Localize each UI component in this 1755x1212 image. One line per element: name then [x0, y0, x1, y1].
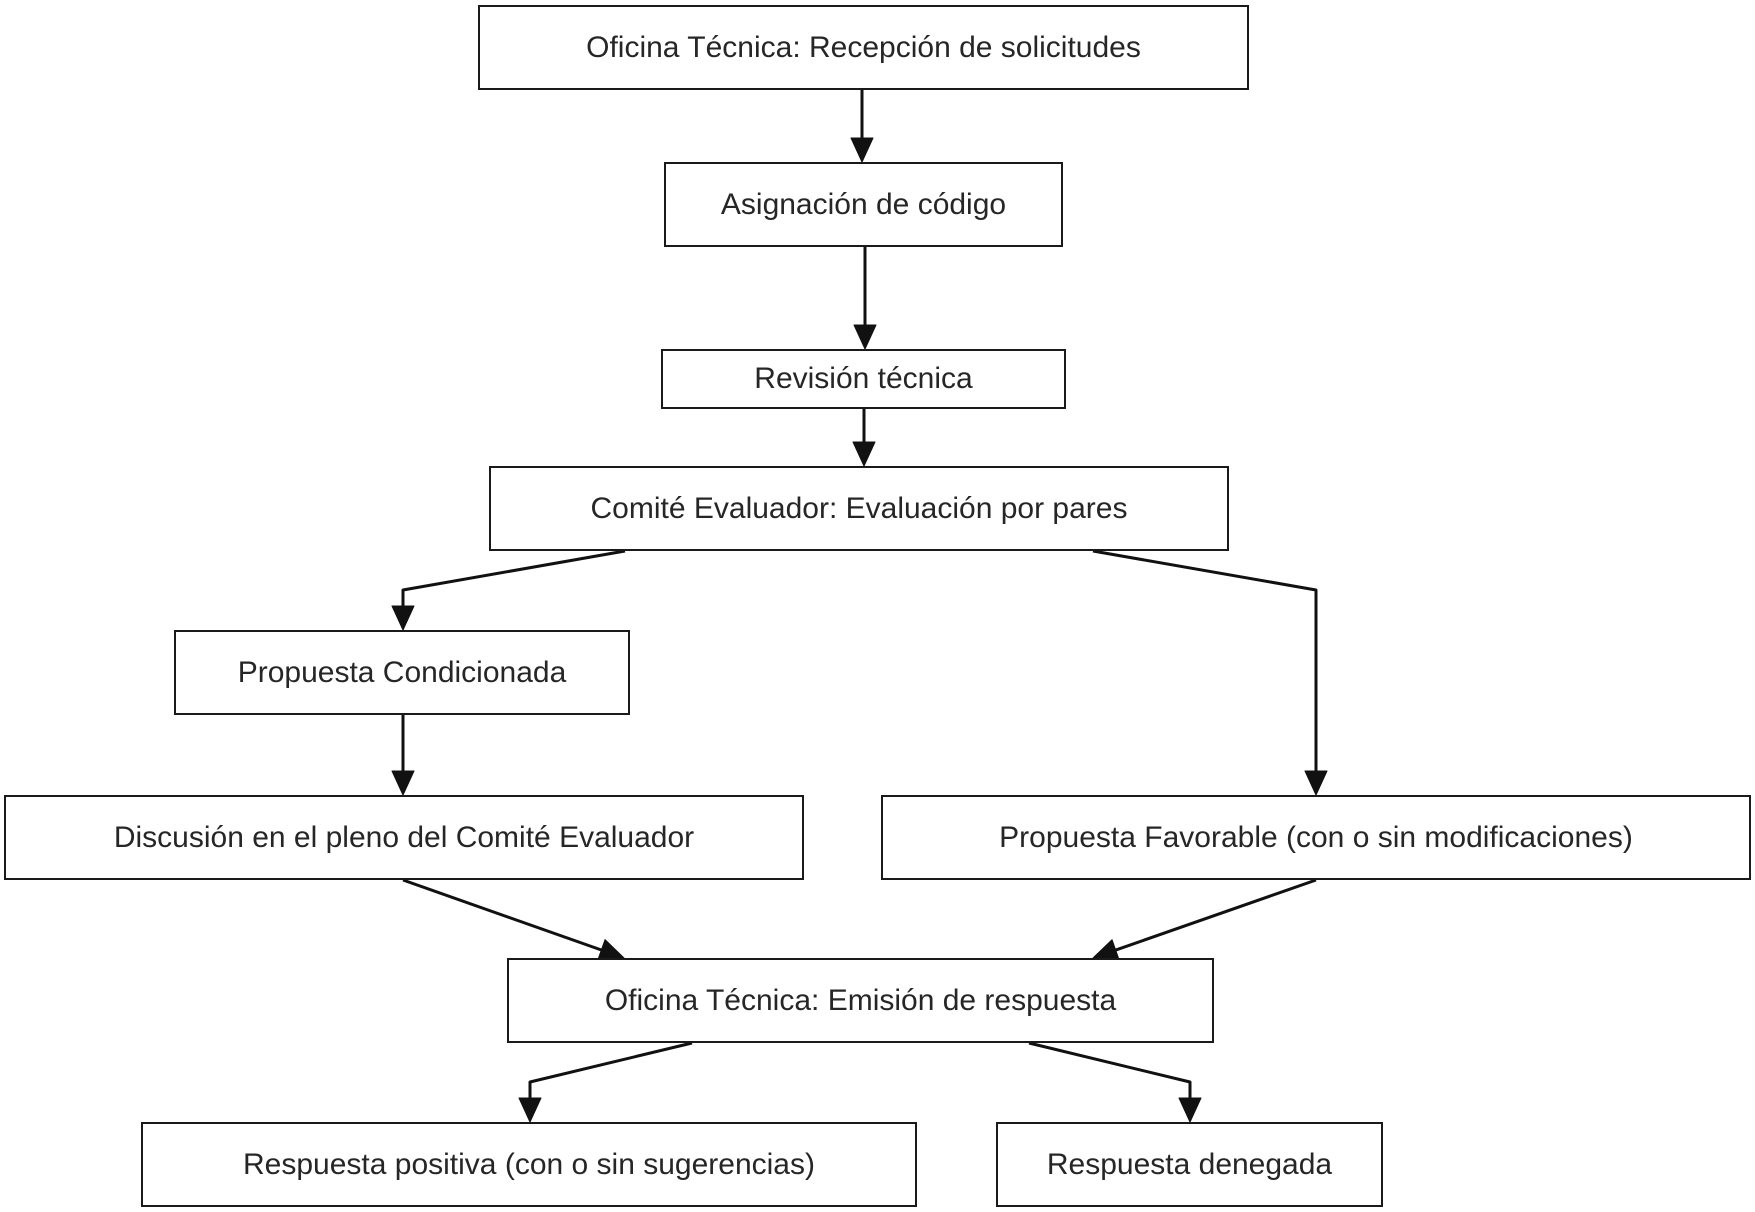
connector-line [528, 1041, 693, 1098]
arrow-revision-to-comite [852, 409, 876, 467]
arrowhead [391, 605, 415, 631]
node-propuesta-condicionada: Propuesta Condicionada [174, 630, 630, 715]
node-asignacion-codigo: Asignación de código [664, 162, 1063, 247]
arrow-comite-to-favorable [1092, 549, 1328, 796]
node-respuesta-positiva: Respuesta positiva (con o sin sugerencia… [141, 1122, 917, 1207]
node-respuesta-denegada: Respuesta denegada [996, 1122, 1383, 1207]
arrowhead [1304, 770, 1328, 796]
arrow-emision-to-denegada [1028, 1041, 1202, 1123]
arrowhead [853, 324, 877, 350]
arrowhead [518, 1097, 542, 1123]
connector-line [1115, 878, 1317, 952]
arrow-comite-to-condicionada [391, 549, 626, 631]
arrowhead [391, 770, 415, 796]
connector-line [401, 549, 626, 606]
arrowhead [850, 137, 874, 163]
connector-line [1092, 549, 1318, 771]
arrowhead [852, 441, 876, 467]
node-comite-evaluador: Comité Evaluador: Evaluación por pares [489, 466, 1229, 551]
connector-line [1028, 1041, 1192, 1098]
node-emision-respuesta: Oficina Técnica: Emisión de respuesta [507, 958, 1214, 1043]
node-propuesta-favorable: Propuesta Favorable (con o sin modificac… [881, 795, 1751, 880]
node-revision-tecnica: Revisión técnica [661, 349, 1066, 409]
arrow-condicionada-to-discusion [391, 715, 415, 796]
connector-line [402, 878, 602, 952]
arrowhead [1178, 1097, 1202, 1123]
arrow-recepcion-to-asignacion [850, 90, 874, 163]
arrow-favorable-to-emision [1092, 878, 1317, 961]
arrow-emision-to-positiva [518, 1041, 693, 1123]
arrow-asignacion-to-revision [853, 247, 877, 350]
node-discusion-pleno: Discusión en el pleno del Comité Evaluad… [4, 795, 804, 880]
arrow-discusion-to-emision [402, 878, 625, 961]
node-recepcion-solicitudes: Oficina Técnica: Recepción de solicitude… [478, 5, 1249, 90]
